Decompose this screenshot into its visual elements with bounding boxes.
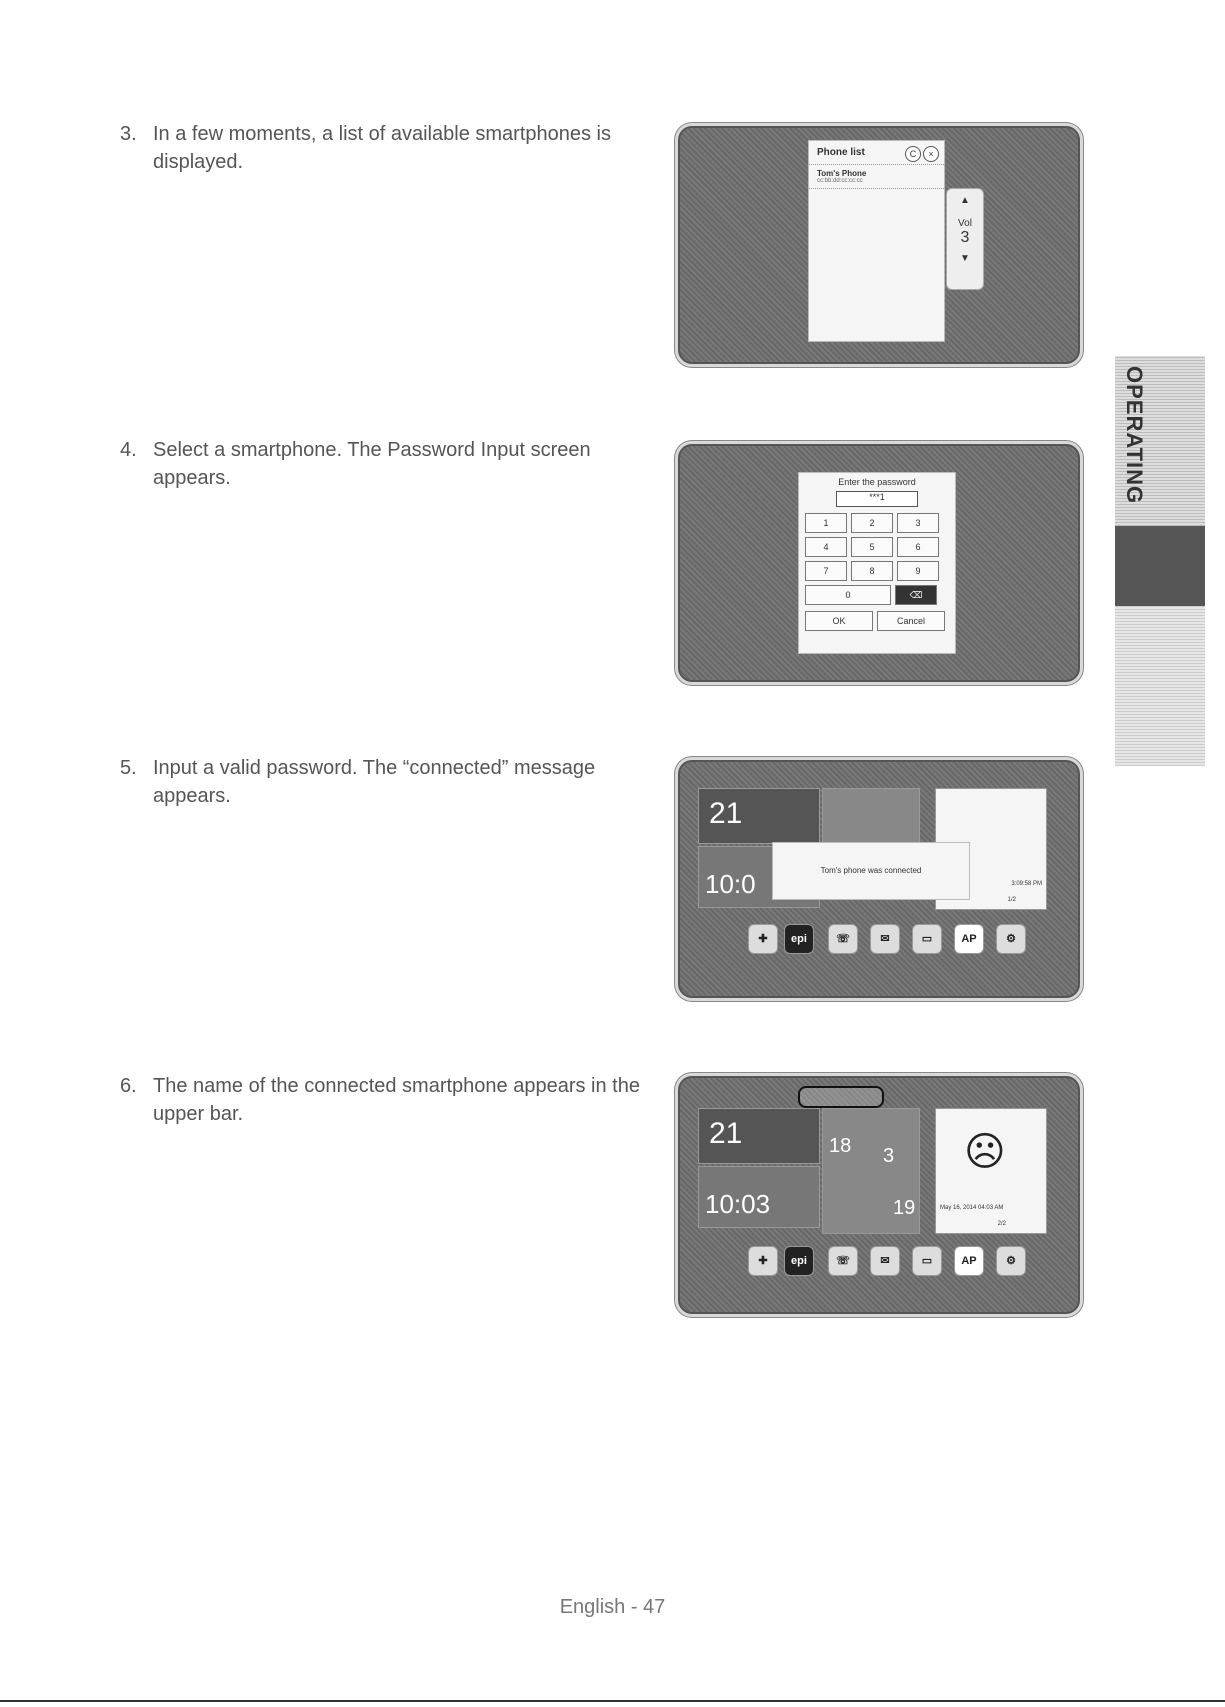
epi-app-icon[interactable]: epi [784,1246,814,1276]
mail-app-icon[interactable]: ✉ [870,1246,900,1276]
info-number-1: 18 [829,1135,852,1157]
settings-app-icon[interactable]: ⚙ [996,1246,1026,1276]
key-8[interactable]: 8 [851,561,893,581]
step-number: 3. [120,123,137,145]
step-6: 6. The name of the connected smartphone … [120,1072,640,1128]
bottom-rule [0,1700,1225,1702]
phone-app-icon[interactable]: ☏ [828,924,858,954]
ap-app-icon[interactable]: AP [954,1246,984,1276]
page-indicator: 2/2 [997,1221,1006,1227]
volume-label: Vol [958,218,972,229]
connected-toast: Tom's phone was connected [772,842,970,900]
ok-button[interactable]: OK [805,611,873,631]
step-text: The name of the connected smartphone app… [153,1075,640,1125]
key-0[interactable]: 0 [805,585,891,605]
settings-app-icon[interactable]: ⚙ [996,924,1026,954]
weather-tile[interactable]: 21 [698,788,820,844]
step-text: Input a valid password. The “connected” … [153,757,596,807]
weather-tile[interactable]: 21 [698,1108,820,1164]
sad-face-icon: ☹ [964,1130,1006,1174]
phone-name: Tom's Phone [817,169,867,178]
key-2[interactable]: 2 [851,513,893,533]
password-field[interactable]: ***1 [836,491,918,507]
screen-app-icon[interactable]: ▭ [912,1246,942,1276]
clock-readout: 3:09:58 PM [1011,881,1042,887]
section-label: OPERATING [1122,366,1147,505]
app-icon[interactable]: ✚ [748,924,778,954]
clock-time: 10:03 [705,1189,771,1219]
side-tab-top [1115,356,1205,526]
info-tile[interactable]: 18 3 19 [822,1108,920,1234]
step-3: 3. In a few moments, a list of available… [120,120,640,176]
date-readout: May 16, 2014 04:03 AM [940,1205,1004,1211]
step-text: Select a smartphone. The Password Input … [153,439,591,489]
upper-bar-screenshot: 21 10:03 18 3 19 ☹ May 16, 2014 04:03 AM… [678,1076,1080,1314]
key-9[interactable]: 9 [897,561,939,581]
phone-id: cc:bb:dd:cc:cc:cc [817,178,863,184]
key-3[interactable]: 3 [897,513,939,533]
temperature: 21 [709,797,743,830]
key-1[interactable]: 1 [805,513,847,533]
key-4[interactable]: 4 [805,537,847,557]
step-4: 4. Select a smartphone. The Password Inp… [120,436,640,492]
close-icon[interactable]: × [923,146,939,162]
volume-down-icon[interactable]: ▼ [960,253,970,264]
info-tile[interactable] [822,788,920,844]
phone-app-icon[interactable]: ☏ [828,1246,858,1276]
clock-time: 10:0 [705,869,756,899]
step-number: 6. [120,1075,137,1097]
connected-phone-highlight[interactable] [798,1086,884,1108]
app-icon[interactable]: ✚ [748,1246,778,1276]
password-prompt: Enter the password [838,477,916,487]
page-number: English - 47 [559,1596,666,1618]
info-number-3: 19 [893,1197,916,1219]
step-number: 4. [120,439,137,461]
message-tile[interactable]: ☹ May 16, 2014 04:03 AM 2/2 [935,1108,1047,1234]
section-side-tab: OPERATING [1115,356,1205,766]
epi-app-icon[interactable]: epi [784,924,814,954]
volume-value: 3 [960,229,970,246]
cancel-button[interactable]: Cancel [877,611,945,631]
connected-message-screenshot: 21 10:0 3:09:58 PM 1/2 Tom's phone was c… [678,760,1080,998]
side-tab-bottom [1115,606,1205,766]
volume-control[interactable]: ▲ Vol 3 ▼ [946,188,984,290]
phone-list-dialog: Phone list C × Tom's Phone cc:bb:dd:cc:c… [808,140,945,342]
temperature: 21 [709,1117,743,1150]
volume-up-icon[interactable]: ▲ [960,195,970,206]
phone-list-screenshot: Phone list C × Tom's Phone cc:bb:dd:cc:c… [678,126,1080,364]
info-number-2: 3 [883,1145,895,1167]
side-tab-marker [1115,526,1205,606]
screen-app-icon[interactable]: ▭ [912,924,942,954]
dialog-title: Phone list [809,141,944,165]
clock-tile[interactable]: 10:03 [698,1166,820,1228]
step-number: 5. [120,757,137,779]
ap-app-icon[interactable]: AP [954,924,984,954]
key-6[interactable]: 6 [897,537,939,557]
step-5: 5. Input a valid password. The “connecte… [120,754,640,810]
mail-app-icon[interactable]: ✉ [870,924,900,954]
refresh-icon[interactable]: C [905,146,921,162]
key-7[interactable]: 7 [805,561,847,581]
key-5[interactable]: 5 [851,537,893,557]
backspace-key[interactable]: ⌫ [895,585,937,605]
step-text: In a few moments, a list of available sm… [153,123,611,173]
phone-list-item[interactable]: Tom's Phone cc:bb:dd:cc:cc:cc [809,165,944,189]
page-indicator: 1/2 [1007,897,1016,903]
